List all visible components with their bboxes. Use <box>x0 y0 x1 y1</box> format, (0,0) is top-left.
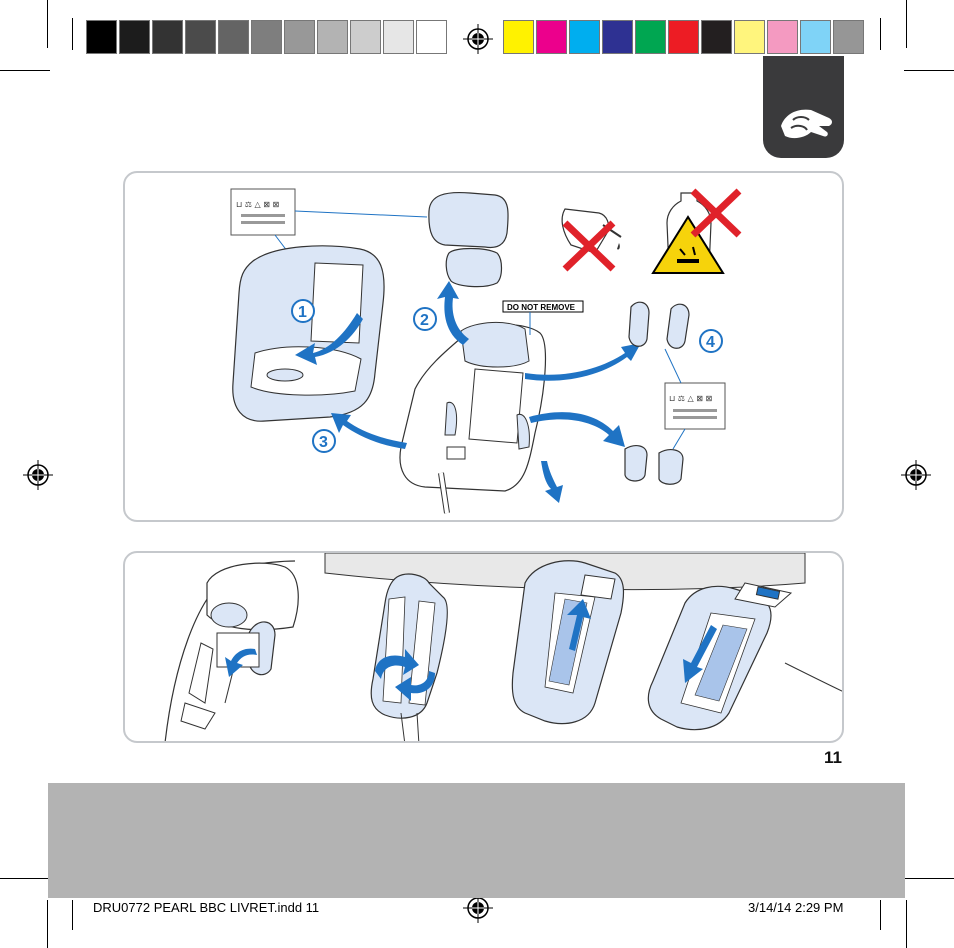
pad-slide-down-step-icon <box>647 582 842 731</box>
grey-swatch <box>383 20 414 54</box>
color-swatch <box>536 20 567 54</box>
care-label-icon: ⊔ ⚖ △ ⊠ ⊠ <box>664 382 726 430</box>
crop-mark <box>72 900 73 930</box>
crop-mark <box>904 70 954 71</box>
color-swatch <box>635 20 666 54</box>
svg-text:⊔ ⚖ △ ⊠ ⊠: ⊔ ⚖ △ ⊠ ⊠ <box>236 200 279 209</box>
color-swatch <box>668 20 699 54</box>
color-swatch <box>602 20 633 54</box>
footer-file-name: DRU0772 PEARL BBC LIVRET.indd 11 <box>93 900 320 915</box>
color-swatch <box>800 20 831 54</box>
svg-text:1: 1 <box>298 304 307 321</box>
svg-text:2: 2 <box>420 312 429 329</box>
buckle-pads-icon <box>624 445 684 485</box>
crop-mark <box>47 0 48 48</box>
crop-mark <box>880 18 881 50</box>
section-tab <box>763 56 844 158</box>
svg-text:⊔ ⚖ △ ⊠ ⊠: ⊔ ⚖ △ ⊠ ⊠ <box>669 394 712 403</box>
svg-text:3: 3 <box>319 434 328 451</box>
bottom-band <box>48 783 905 898</box>
color-swatch <box>503 20 534 54</box>
car-seat-icon <box>399 321 547 514</box>
footer-date-time: 3/14/14 2:29 PM <box>748 900 844 915</box>
grey-swatch <box>185 20 216 54</box>
pad-slide-up-step-icon <box>511 560 625 725</box>
headrest-cover-icon <box>428 191 509 288</box>
color-swatch <box>734 20 765 54</box>
hand-wiping-icon <box>781 109 832 139</box>
cleaning-overview-panel: ⊔ ⚖ △ ⊠ ⊠ 1 <box>123 171 844 522</box>
harness-pads-icon <box>628 301 690 349</box>
grey-swatch <box>86 20 117 54</box>
crop-mark <box>906 0 907 48</box>
crop-mark <box>906 900 907 948</box>
crop-mark <box>0 878 50 879</box>
cleaning-overview-diagram: ⊔ ⚖ △ ⊠ ⊠ 1 <box>230 188 742 514</box>
grey-swatch <box>251 20 282 54</box>
grey-swatch <box>317 20 348 54</box>
care-label-icon: ⊔ ⚖ △ ⊠ ⊠ <box>230 188 296 236</box>
crop-mark <box>47 900 48 948</box>
svg-text:4: 4 <box>706 334 715 351</box>
grey-swatch <box>218 20 249 54</box>
registration-mark-icon <box>463 24 493 54</box>
page-number: 11 <box>824 748 842 767</box>
no-chemical-cross-icon <box>690 188 742 238</box>
corrosive-chemical-icon <box>651 192 725 274</box>
shoulder-pad-step-icon <box>164 560 299 741</box>
no-solvent-cross-icon <box>562 220 616 272</box>
seat-cover-icon <box>232 245 385 422</box>
pad-removal-panel <box>123 551 844 743</box>
registration-mark-icon <box>23 460 53 490</box>
color-swatch <box>767 20 798 54</box>
crop-mark <box>880 900 881 930</box>
pad-rotate-step-icon <box>370 573 448 741</box>
grey-swatch <box>416 20 447 54</box>
registration-mark-icon <box>463 893 493 923</box>
grey-swatch <box>350 20 381 54</box>
pad-removal-diagram <box>164 553 842 741</box>
crop-mark <box>72 18 73 50</box>
color-swatch <box>833 20 864 54</box>
svg-text:DO NOT REMOVE: DO NOT REMOVE <box>507 303 576 312</box>
grey-swatch <box>152 20 183 54</box>
grey-swatch <box>119 20 150 54</box>
crop-mark <box>904 878 954 879</box>
grey-swatch <box>284 20 315 54</box>
color-swatch <box>569 20 600 54</box>
registration-mark-icon <box>901 460 931 490</box>
crop-mark <box>0 70 50 71</box>
color-swatch <box>701 20 732 54</box>
